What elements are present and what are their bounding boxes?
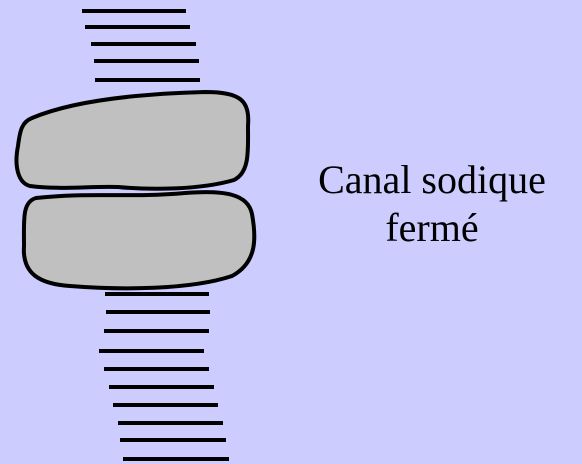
lower-membrane	[99, 294, 229, 459]
upper-membrane	[82, 11, 200, 80]
caption-line-1: Canal sodique	[282, 156, 582, 204]
channel-subunit-lower	[24, 192, 255, 288]
diagram-caption: Canal sodique fermé	[282, 156, 582, 252]
channel-subunit-upper	[17, 92, 249, 189]
caption-line-2: fermé	[282, 204, 582, 252]
channel-protein	[17, 92, 255, 288]
